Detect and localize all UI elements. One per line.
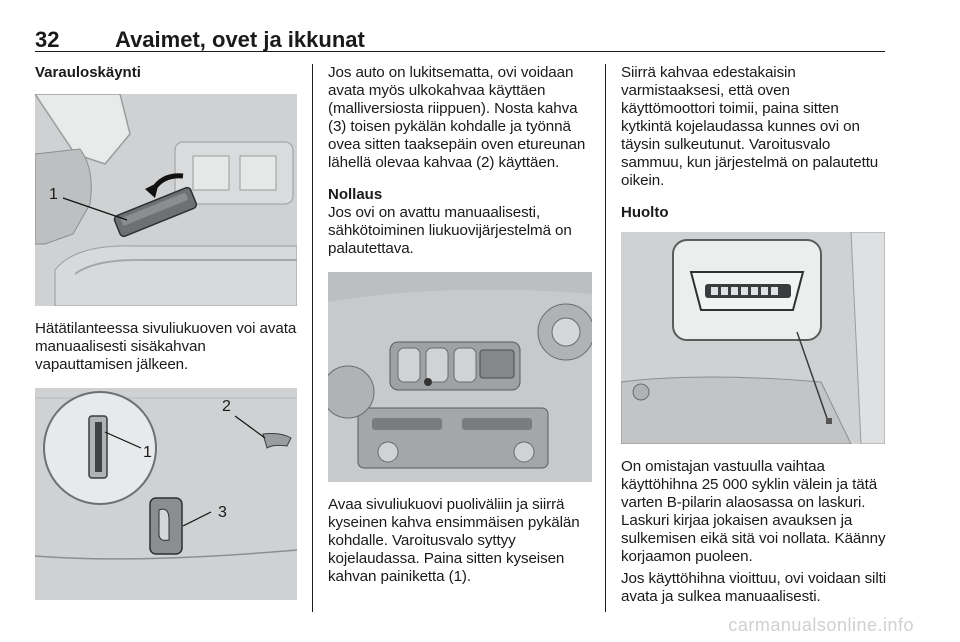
figure-interior-handle: 1 (35, 94, 297, 306)
text-move-handle: Siirrä kahvaa edestakaisin varmistaakses… (621, 64, 879, 189)
column-divider-1 (312, 64, 313, 612)
heading-emergency-exit: Varauloskäynti (35, 64, 141, 81)
dashboard-illustration (328, 272, 592, 482)
text-counter: On omistajan vastuulla vaihtaa käyttöhih… (621, 458, 886, 565)
text-open-halfway: Avaa sivuliukuovi puoliväliin ja siirrä … (328, 496, 580, 585)
heading-reset: Nollaus (328, 186, 383, 203)
figure-counter (621, 232, 885, 444)
callout-3: 3 (218, 504, 227, 521)
page-header: 32 Avaimet, ovet ja ikkunat (35, 27, 885, 52)
figure-door-handles: 2 1 3 (35, 388, 297, 600)
callout-1b: 1 (143, 444, 152, 461)
counter-illustration (621, 232, 885, 444)
column-2: Jos auto on lukitsematta, ovi voidaan av… (328, 64, 593, 586)
door-handles-illustration (35, 388, 297, 600)
column-divider-2 (605, 64, 606, 612)
callout-1: 1 (49, 186, 58, 203)
watermark: carmanualsonline.info (728, 615, 914, 635)
heading-service: Huolto (621, 204, 669, 221)
interior-handle-illustration (35, 94, 297, 306)
text-belt-damaged: Jos käyttöhihna vioittuu, ovi voidaan si… (621, 570, 887, 605)
text-outer-handle: Jos auto on lukitsematta, ovi voidaan av… (328, 64, 586, 171)
page-title: Avaimet, ovet ja ikkunat (115, 27, 365, 52)
text-emergency-open: Hätätilanteessa sivuliukuoven voi avata … (35, 320, 297, 373)
callout-2: 2 (222, 398, 231, 415)
column-1: Varauloskäynti 1 Hätätilanteessa sivuliu… (35, 64, 297, 600)
column-3: Siirrä kahvaa edestakaisin varmistaakses… (621, 64, 886, 606)
figure-dashboard (328, 272, 592, 482)
page-number: 32 (35, 27, 60, 52)
text-reset: Jos ovi on avattu manuaalisesti, sähköto… (328, 204, 572, 257)
